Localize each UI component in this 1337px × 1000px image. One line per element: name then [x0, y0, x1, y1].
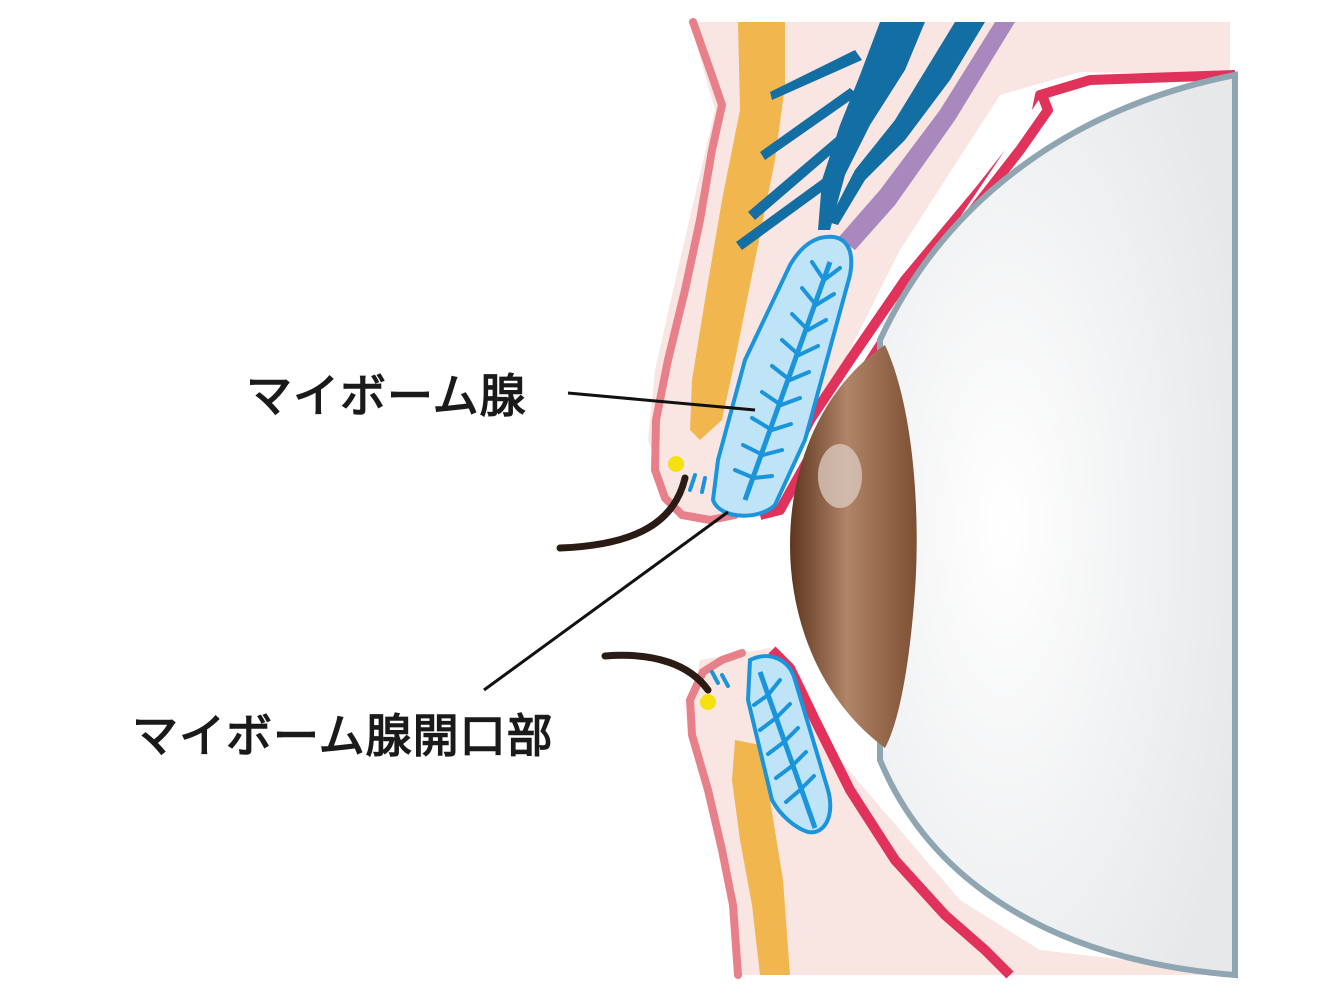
lower-skin-edge	[685, 649, 746, 979]
upper-fat-band	[690, 22, 785, 440]
upper-orifice-dot	[668, 456, 684, 472]
purple-band	[838, 22, 1015, 250]
iris-highlight	[818, 444, 862, 508]
lower-meibomian-gland	[745, 654, 833, 835]
iris	[790, 345, 917, 748]
meibomian-gland-orifice-label: マイボーム腺開口部	[132, 709, 554, 763]
upper-meibomian-gland	[710, 234, 854, 518]
upper-eyelash-icon	[556, 474, 689, 552]
lower-fat-band	[732, 740, 790, 975]
lower-eyelash-icon	[601, 651, 712, 694]
leader-line-orifice	[483, 510, 729, 692]
upper-skin-edge	[650, 18, 739, 525]
meibomian-gland-label: マイボーム腺	[246, 369, 527, 423]
sclera	[877, 71, 1238, 979]
levator-muscle-fibers	[736, 22, 985, 250]
lower-orifice-dot	[700, 694, 716, 710]
leader-line-gland	[567, 391, 756, 412]
